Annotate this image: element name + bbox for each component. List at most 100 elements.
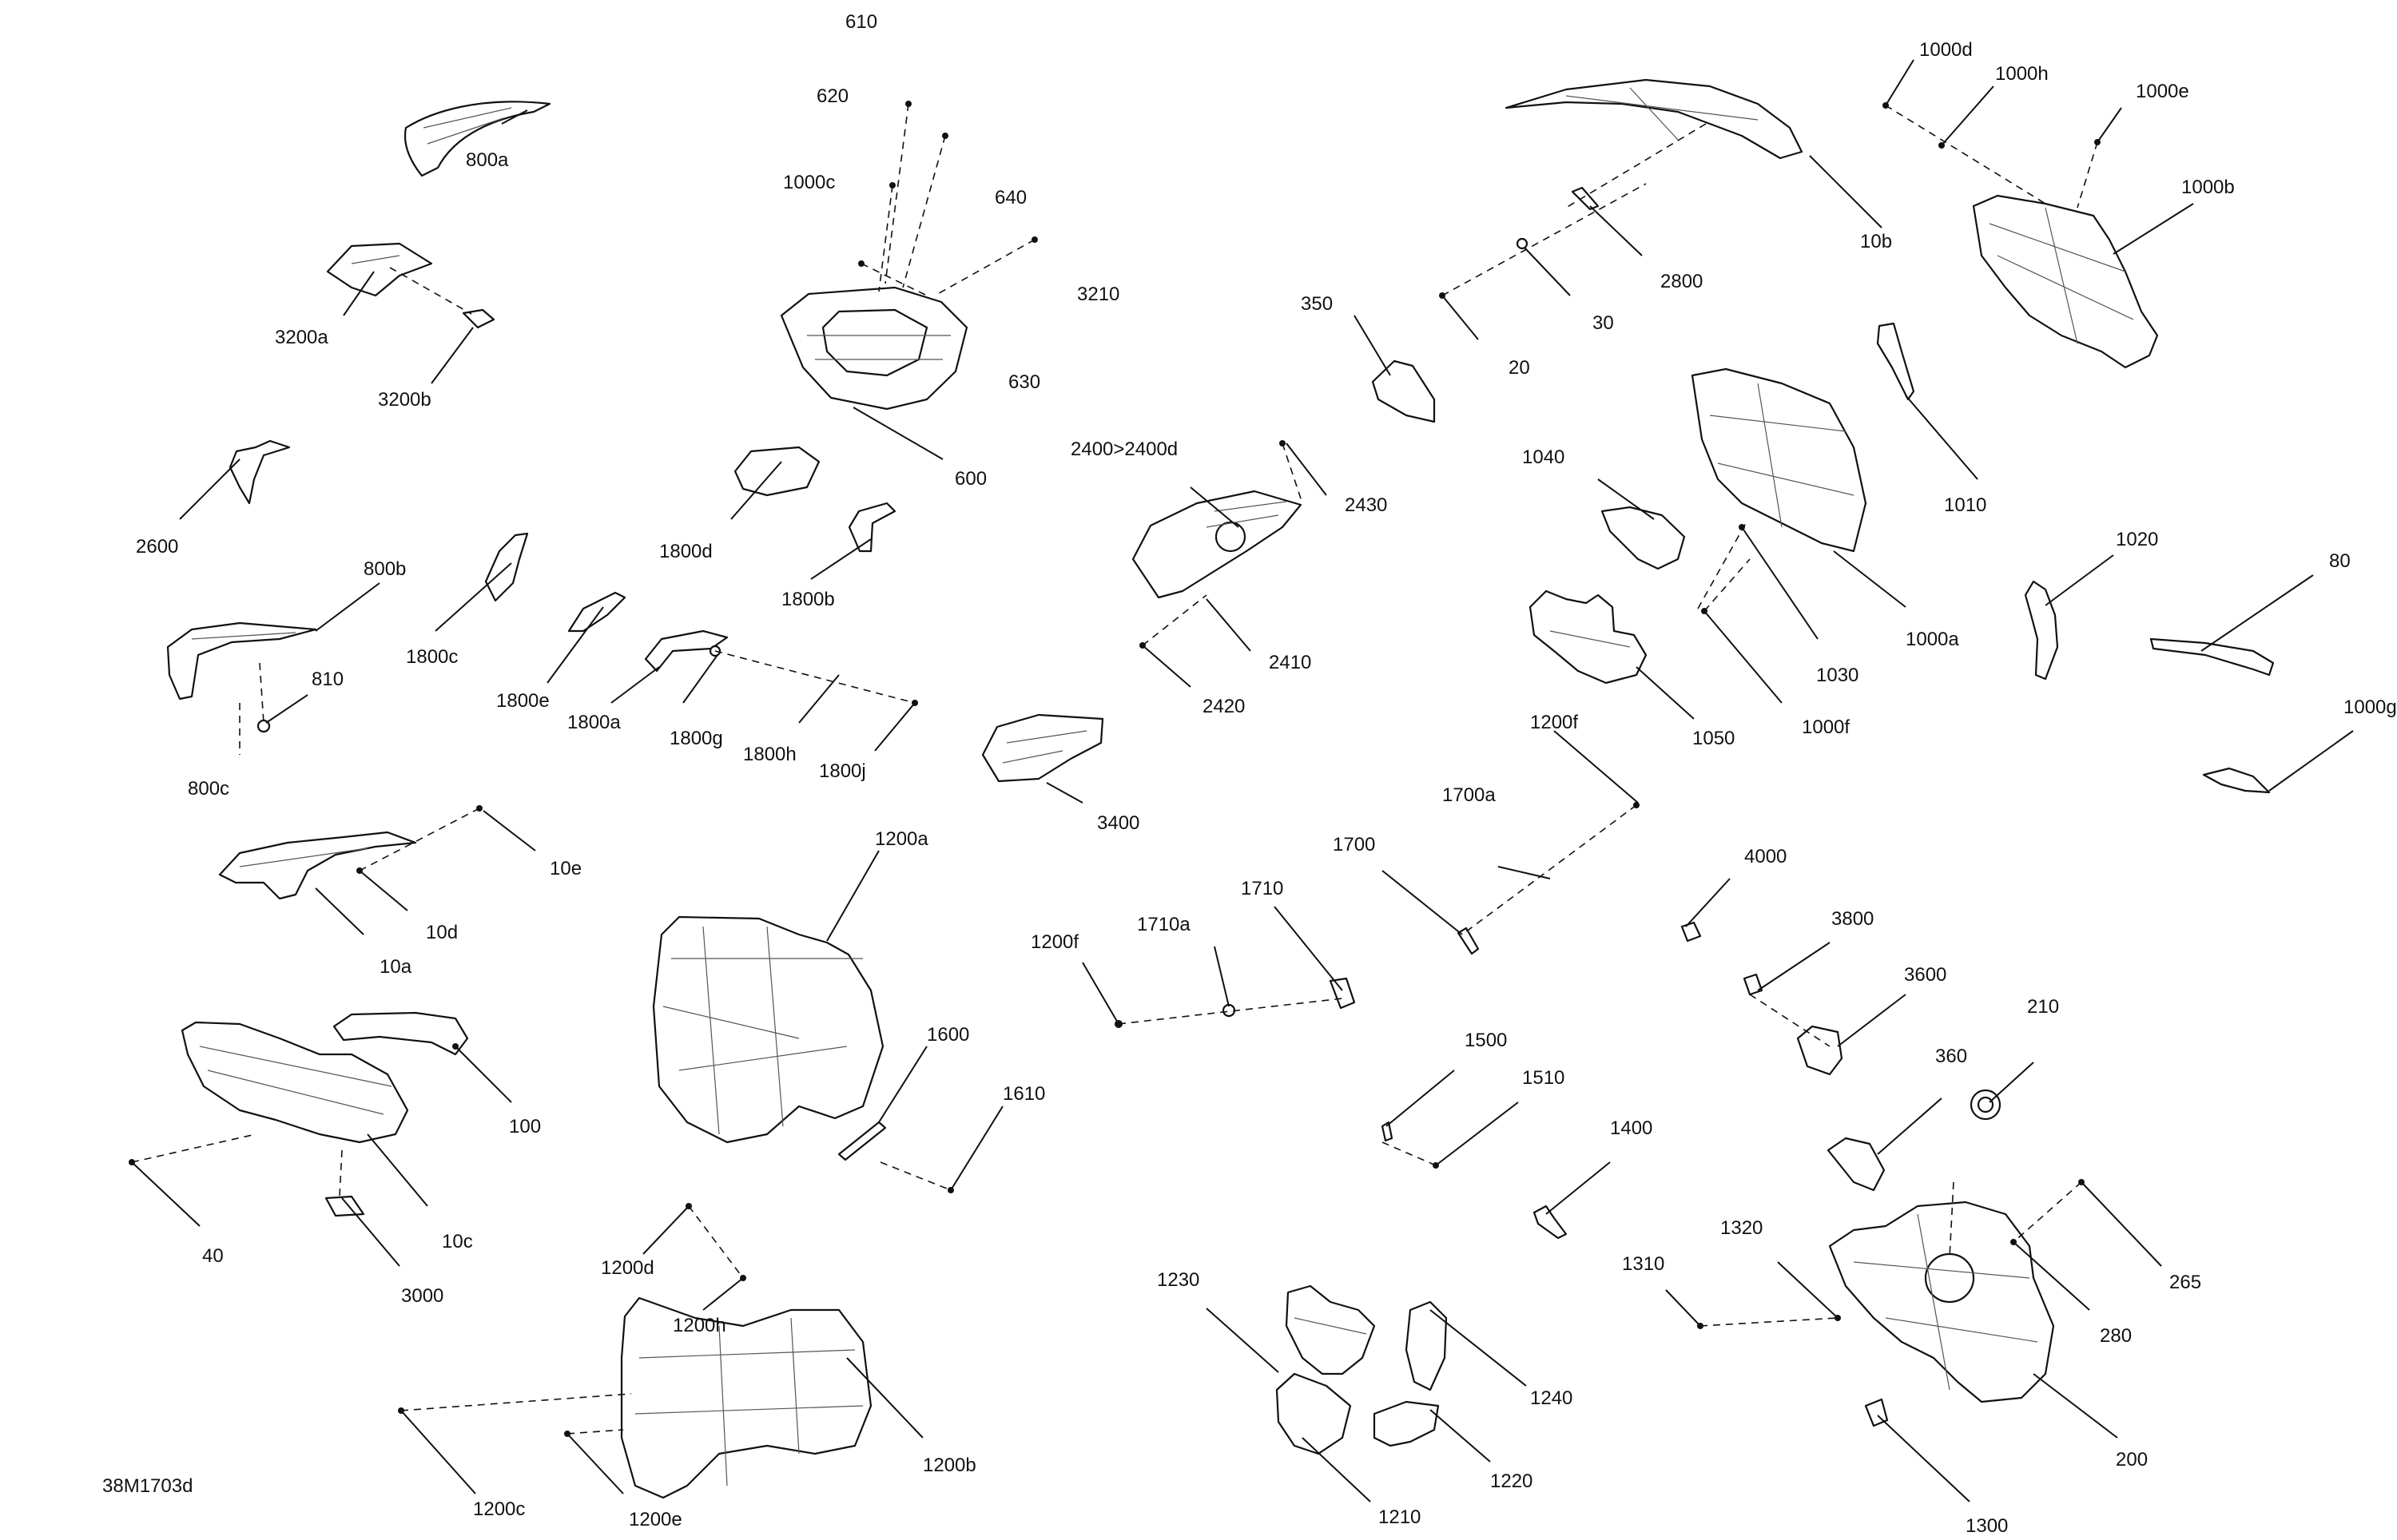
- label-2400: 2400>2400d: [1071, 439, 1178, 460]
- part-2800: [1571, 186, 1600, 211]
- label-1320: 1320: [1720, 1217, 1763, 1239]
- label-1000f: 1000f: [1802, 716, 1850, 738]
- part-100: [332, 1011, 469, 1056]
- part-2600: [229, 439, 291, 505]
- part-1600: [837, 1121, 887, 1161]
- hardware-dots: [129, 101, 2101, 1437]
- part-1800d: [733, 446, 821, 497]
- label-1230: 1230: [1157, 1269, 1199, 1291]
- part-3800: [1743, 973, 1763, 996]
- label-1200e: 1200e: [629, 1509, 682, 1530]
- part-600: [780, 286, 968, 411]
- label-1400: 1400: [1610, 1117, 1652, 1139]
- label-1700: 1700: [1333, 834, 1375, 855]
- label-810: 810: [312, 669, 344, 690]
- label-1000d: 1000d: [1919, 39, 1973, 61]
- part-1710a: [1222, 1003, 1236, 1018]
- label-800b: 800b: [364, 558, 406, 580]
- part-1010: [1876, 322, 1915, 401]
- label-2420: 2420: [1202, 696, 1245, 717]
- label-3600: 3600: [1904, 964, 1946, 986]
- label-1200d: 1200d: [601, 1257, 654, 1279]
- label-280: 280: [2100, 1325, 2132, 1347]
- label-1000c: 1000c: [783, 172, 835, 193]
- part-1050: [1528, 589, 1648, 685]
- label-2800: 2800: [1660, 271, 1703, 292]
- label-2410: 2410: [1269, 652, 1311, 673]
- part-10b: [1505, 78, 1803, 160]
- label-1050: 1050: [1692, 728, 1735, 749]
- part-1800b: [848, 502, 896, 553]
- label-360: 360: [1935, 1046, 1967, 1067]
- label-1040: 1040: [1522, 447, 1564, 468]
- label-800a: 800a: [466, 149, 509, 171]
- label-640: 640: [995, 187, 1027, 208]
- label-2430: 2430: [1345, 494, 1387, 516]
- label-1200c: 1200c: [473, 1498, 525, 1520]
- label-1800h: 1800h: [743, 744, 797, 765]
- label-4000: 4000: [1744, 846, 1787, 867]
- part-2400: [1131, 490, 1302, 599]
- part-1400: [1532, 1205, 1568, 1240]
- label-1000e: 1000e: [2136, 81, 2189, 102]
- part-10a: [218, 831, 417, 900]
- label-1610: 1610: [1003, 1083, 1045, 1105]
- label-200: 200: [2116, 1449, 2148, 1471]
- part-4000: [1680, 921, 1702, 943]
- diagram-code: 38M1703d: [102, 1475, 193, 1497]
- label-1710a: 1710a: [1137, 914, 1191, 935]
- label-100: 100: [509, 1116, 541, 1137]
- part-80: [2149, 637, 2275, 677]
- label-1800j: 1800j: [819, 760, 866, 782]
- label-10d: 10d: [426, 922, 458, 943]
- part-1230: [1285, 1284, 1376, 1375]
- label-3200a: 3200a: [275, 327, 328, 348]
- label-1800b: 1800b: [781, 589, 835, 610]
- label-3400: 3400: [1097, 812, 1139, 834]
- part-1000g: [2202, 767, 2271, 794]
- label-1000g: 1000g: [2343, 697, 2397, 718]
- label-630: 630: [1008, 371, 1040, 393]
- label-10c: 10c: [442, 1231, 473, 1252]
- label-1800a: 1800a: [567, 712, 621, 733]
- label-3210: 3210: [1077, 284, 1119, 305]
- label-610: 610: [845, 11, 877, 33]
- label-3000: 3000: [401, 1285, 443, 1307]
- part-3400: [981, 713, 1104, 783]
- part-1700: [1457, 927, 1480, 955]
- label-1800g: 1800g: [670, 728, 723, 749]
- part-1200b: [620, 1296, 873, 1499]
- part-1000b: [1972, 194, 2159, 369]
- part-1710: [1329, 977, 1356, 1010]
- label-1200f-right: 1200f: [1530, 712, 1578, 733]
- label-1000h: 1000h: [1995, 63, 2049, 85]
- label-30: 30: [1592, 312, 1614, 334]
- part-1210: [1275, 1372, 1352, 1455]
- label-1600: 1600: [927, 1024, 969, 1046]
- label-1500: 1500: [1465, 1030, 1507, 1051]
- part-1000a: [1691, 367, 1867, 553]
- label-3800: 3800: [1831, 908, 1874, 930]
- label-1800c: 1800c: [406, 646, 458, 668]
- part-10c: [181, 1021, 409, 1144]
- label-1000a: 1000a: [1906, 629, 1959, 650]
- part-labels: 610 620 640 1000c 3210 630 600 800a 3200…: [136, 11, 2397, 1537]
- part-1800e: [567, 591, 626, 633]
- label-1800d: 1800d: [659, 541, 713, 562]
- part-360: [1827, 1137, 1886, 1192]
- label-1200h: 1200h: [673, 1315, 726, 1336]
- label-80: 80: [2329, 550, 2351, 572]
- label-350: 350: [1301, 293, 1333, 315]
- label-3200b: 3200b: [378, 389, 431, 411]
- part-1500: [1381, 1121, 1393, 1142]
- label-1210: 1210: [1378, 1506, 1421, 1528]
- label-1240: 1240: [1530, 1387, 1572, 1409]
- label-1300: 1300: [1966, 1515, 2008, 1537]
- part-outlines: [166, 78, 2275, 1499]
- label-1510: 1510: [1522, 1067, 1564, 1089]
- part-1200a: [652, 915, 884, 1144]
- label-1010: 1010: [1944, 494, 1986, 516]
- part-1240: [1405, 1300, 1448, 1391]
- label-600: 600: [955, 468, 987, 490]
